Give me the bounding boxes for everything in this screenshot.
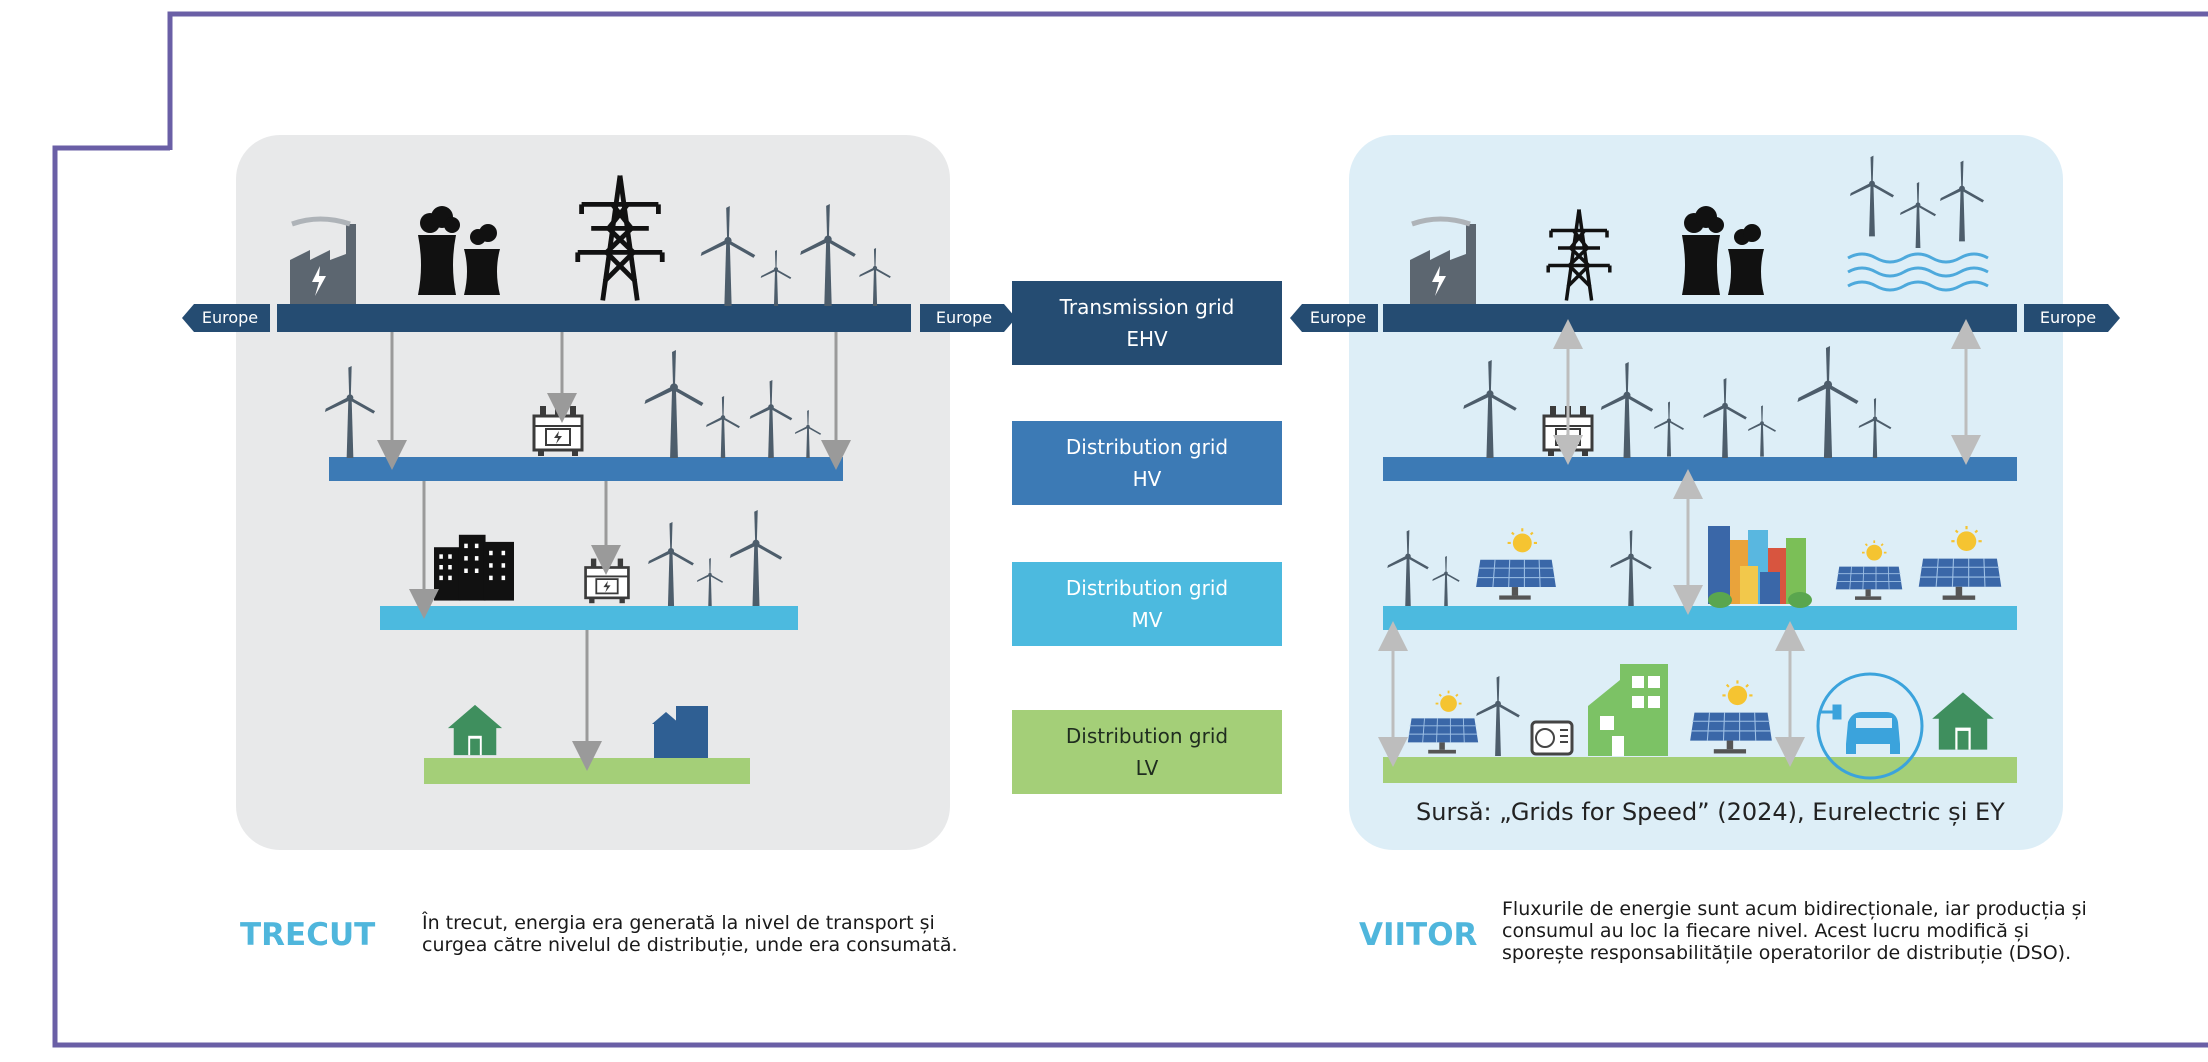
wind-turbine-icon bbox=[1476, 676, 1520, 756]
wind-turbine-icon bbox=[1858, 398, 1892, 458]
wind-turbine-icon bbox=[729, 510, 783, 606]
house-icon bbox=[1932, 692, 1994, 750]
wind-turbine-icon bbox=[760, 250, 792, 306]
nuclear-plant-icon bbox=[1682, 206, 1764, 295]
legend-mv: Distribution grid MV bbox=[1012, 562, 1282, 646]
future-title: VIITOR bbox=[1359, 917, 1478, 953]
wind-turbine-icon bbox=[324, 366, 376, 458]
past-title: TRECUT bbox=[240, 917, 376, 953]
past-mv-bar bbox=[380, 606, 798, 630]
legend-hv: Distribution grid HV bbox=[1012, 421, 1282, 505]
green-house-building-icon bbox=[1588, 664, 1668, 756]
offshore-wind-icon bbox=[1847, 155, 1989, 292]
city-buildings-icon bbox=[434, 534, 514, 601]
transformer-icon bbox=[532, 404, 584, 458]
future-description-line1: Fluxurile de energie sunt acum bidirecți… bbox=[1502, 898, 2087, 920]
power-pylon-icon bbox=[1546, 207, 1612, 303]
wind-turbine-icon bbox=[1432, 556, 1460, 606]
apartment-roof-icon bbox=[652, 712, 680, 724]
past-hv-bar bbox=[329, 457, 843, 481]
legend-hv-line2: HV bbox=[1132, 467, 1162, 491]
europe-tag-future-right: Europe bbox=[2024, 304, 2120, 332]
nuclear-plant-icon bbox=[418, 206, 500, 295]
wind-turbine-icon bbox=[800, 204, 856, 306]
wind-turbine-icon bbox=[1797, 346, 1859, 458]
transformer-icon bbox=[584, 557, 630, 605]
past-description-line1: În trecut, energia era generată la nivel… bbox=[422, 912, 935, 934]
wind-turbine-icon bbox=[706, 396, 740, 458]
past-ehv-bar bbox=[277, 304, 911, 332]
future-description-line3: sporește responsabilitățile operatorilor… bbox=[1502, 942, 2072, 964]
factory-icon bbox=[1410, 219, 1476, 304]
europe-tag-past-left: Europe bbox=[182, 304, 270, 332]
past-description-line2: curgea către nivelul de distribuție, und… bbox=[422, 934, 958, 956]
europe-tag-future-left: Europe bbox=[1290, 304, 1378, 332]
future-ehv-bar bbox=[1383, 304, 2017, 332]
wind-turbine-icon bbox=[648, 522, 694, 606]
future-lv-bar bbox=[1383, 757, 2017, 783]
heat-pump-icon bbox=[1530, 720, 1574, 756]
wind-turbine-icon bbox=[644, 350, 704, 458]
wind-turbine-icon bbox=[794, 410, 822, 458]
wind-turbine-icon bbox=[859, 248, 891, 306]
legend-mv-line1: Distribution grid bbox=[1065, 576, 1229, 600]
power-pylon-icon bbox=[578, 176, 662, 301]
apartment-building-icon bbox=[654, 722, 678, 758]
legend-ehv-line1: Transmission grid bbox=[1059, 295, 1235, 319]
solar-panel-icon bbox=[1689, 680, 1773, 755]
house-icon bbox=[447, 704, 503, 756]
wind-turbine-icon bbox=[1463, 360, 1517, 458]
apartment-building-icon bbox=[676, 706, 708, 758]
city-buildings-icon bbox=[1708, 526, 1812, 608]
solar-panel-icon bbox=[1406, 690, 1480, 755]
legend-hv-line1: Distribution grid bbox=[1065, 435, 1229, 459]
wind-turbine-icon bbox=[696, 558, 724, 606]
legend-lv-line1: Distribution grid bbox=[1065, 724, 1229, 748]
wind-turbine-icon bbox=[1610, 530, 1652, 606]
legend-lv: Distribution grid LV bbox=[1012, 710, 1282, 794]
legend-lv-line2: LV bbox=[1135, 756, 1159, 780]
legend-ehv-line2: EHV bbox=[1126, 327, 1168, 351]
future-description-line2: consumul au loc la fiecare nivel. Acest … bbox=[1502, 920, 2030, 942]
solar-panel-icon bbox=[1917, 526, 2003, 601]
wind-turbine-icon bbox=[1654, 401, 1684, 457]
wind-turbine-icon bbox=[1703, 378, 1747, 458]
solar-panel-icon bbox=[1834, 540, 1904, 601]
legend-mv-line2: MV bbox=[1131, 608, 1163, 632]
solar-panel-icon bbox=[1475, 528, 1557, 601]
europe-tag-past-right: Europe bbox=[920, 304, 1016, 332]
wind-turbine-icon bbox=[1387, 530, 1429, 606]
past-description: În trecut, energia era generată la nivel… bbox=[422, 912, 958, 956]
electric-car-icon bbox=[1816, 672, 1924, 780]
source-citation: Sursă: „Grids for Speed” (2024), Eurelec… bbox=[1416, 798, 2005, 826]
wind-turbine-icon bbox=[749, 380, 793, 458]
legend-ehv: Transmission grid EHV bbox=[1012, 281, 1282, 365]
wind-turbine-icon bbox=[1748, 405, 1776, 457]
future-description: Fluxurile de energie sunt acum bidirecți… bbox=[1502, 898, 2087, 964]
wind-turbine-icon bbox=[700, 206, 756, 306]
factory-icon bbox=[290, 219, 356, 304]
wind-turbine-icon bbox=[1600, 362, 1654, 458]
